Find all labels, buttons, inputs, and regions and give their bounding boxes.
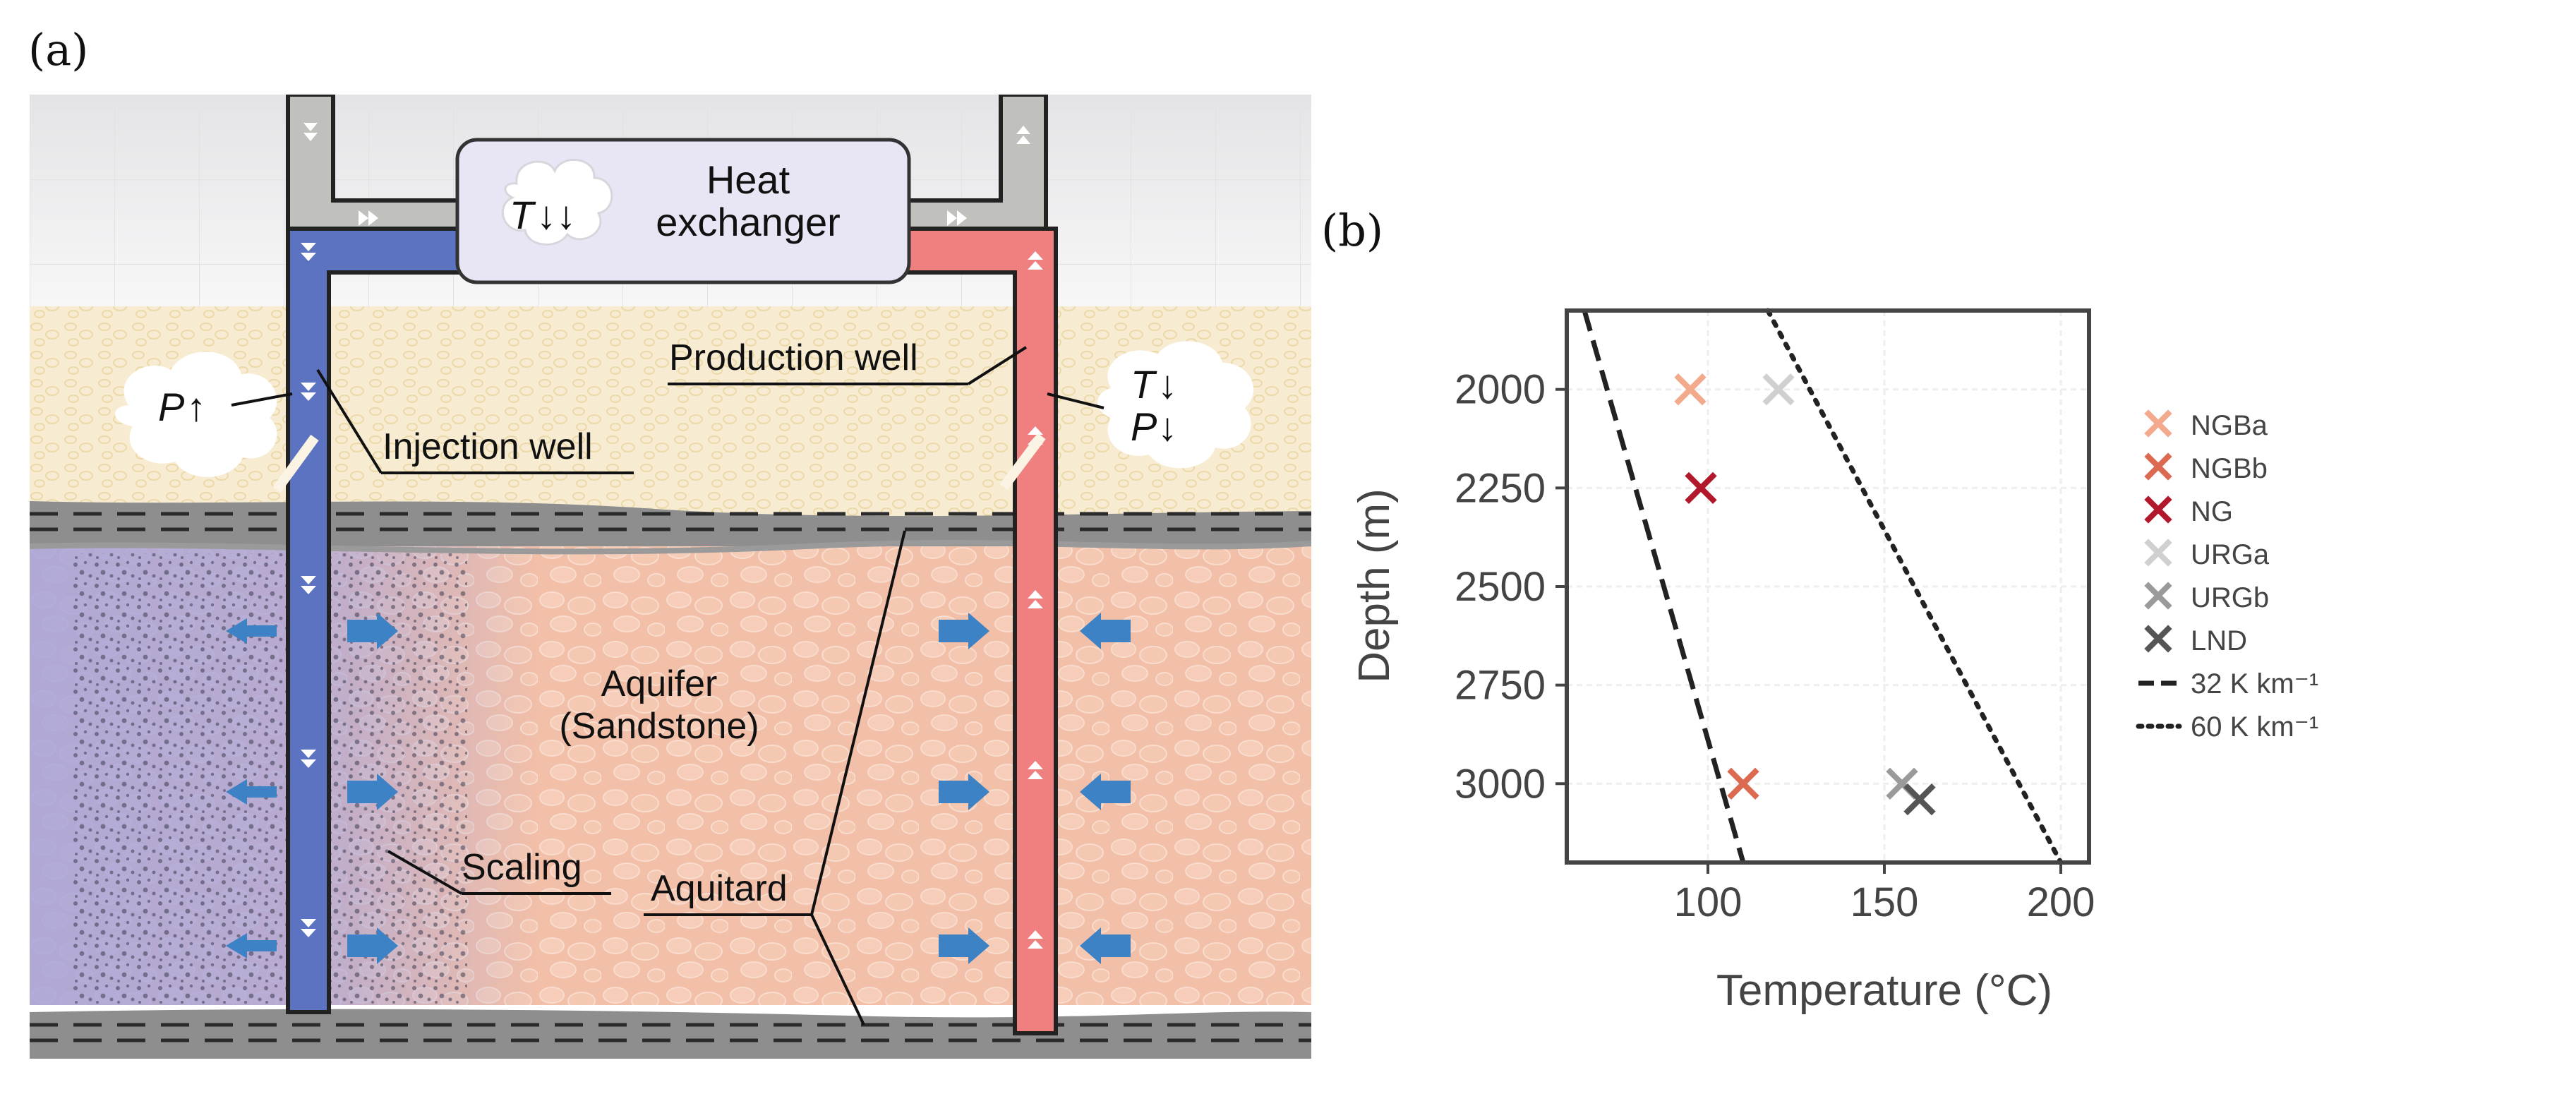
x-axis-label: Temperature (°C): [1716, 966, 2052, 1015]
production-t-symbol: T: [1131, 362, 1157, 407]
data-point: [1762, 373, 1795, 406]
y-tick-label: 2000: [1455, 367, 1546, 413]
injection-well: [272, 227, 483, 1014]
gradient-line: [1765, 308, 2064, 865]
panel-b-tag: (b): [1321, 205, 1384, 256]
legend-marker: [2144, 539, 2172, 567]
production-p-symbol: P: [1131, 404, 1157, 449]
x-tick-label: 150: [1850, 879, 1919, 925]
legend-marker: [2144, 452, 2172, 481]
y-tick-label: 3000: [1455, 761, 1546, 807]
legend-label: NGBa: [2191, 410, 2268, 441]
outflow-arrows: [226, 613, 398, 964]
geothermal-doublet-diagram: T ↓↓ Heat exchanger P ↑ T ↓ P ↓ Producti…: [30, 95, 1311, 1059]
heat-exchanger-temperature-arrows: ↓↓: [536, 193, 576, 237]
injection-pressure-bubble: P ↑: [115, 351, 293, 477]
heat-exchanger-t-symbol: T: [510, 193, 536, 237]
legend-label: 60 K km⁻¹: [2191, 711, 2318, 743]
heat-exchanger-label-line2: exchanger: [656, 200, 841, 244]
production-tp-bubble: T ↓ P ↓: [1047, 341, 1254, 469]
data-point: [1674, 373, 1707, 406]
injection-pressure-arrow: ↑: [186, 385, 206, 429]
data-point: [1903, 783, 1936, 816]
legend-label: 32 K km⁻¹: [2191, 668, 2318, 699]
legend-marker: [2144, 409, 2172, 438]
y-tick-label: 2250: [1455, 465, 1546, 511]
scaling-label: Scaling: [387, 847, 611, 895]
legend-marker: [2144, 495, 2172, 524]
y-tick-label: 2500: [1455, 564, 1546, 610]
depth-temperature-chart: 100 150 200 2000 2250 2500 2750 3000 Temperatur…: [1350, 308, 2318, 1015]
injection-p-symbol: P: [158, 385, 184, 429]
aquitard-text: Aquitard: [651, 868, 788, 909]
legend-label: NG: [2191, 496, 2233, 527]
chart-grid: [1567, 311, 2089, 862]
heat-exchanger-label-line1: Heat: [706, 157, 790, 202]
legend-marker: [2144, 582, 2172, 610]
aquifer-text-line1: Aquifer: [601, 663, 718, 704]
scaling-text: Scaling: [462, 847, 582, 888]
x-tick-label: 100: [1674, 879, 1743, 925]
legend-label: URGb: [2191, 582, 2269, 613]
injection-well-text: Injection well: [383, 426, 593, 467]
production-well-text: Production well: [669, 337, 918, 378]
chart-gradient-lines: [1582, 308, 2064, 865]
chart-markers: [1674, 373, 1936, 816]
injection-well-label: Injection well: [316, 368, 634, 474]
aquitard-label: Aquitard: [644, 530, 906, 1026]
production-well-label: Production well: [668, 337, 1028, 385]
aquifer-text-line2: (Sandstone): [559, 706, 759, 747]
data-point: [1727, 767, 1759, 800]
gradient-line: [1582, 310, 1746, 863]
production-temperature-arrow: ↓: [1157, 362, 1177, 407]
legend-label: LND: [2191, 625, 2247, 656]
aquifer-label: Aquifer (Sandstone): [559, 663, 759, 747]
heat-exchanger: T ↓↓ Heat exchanger: [455, 138, 911, 284]
inflow-arrows: [939, 613, 1131, 964]
data-point: [1685, 471, 1717, 505]
y-axis-label: Depth (m): [1350, 488, 1399, 683]
lower-aquitard-layer: [30, 1009, 1311, 1059]
scaling-particles: [72, 553, 467, 1005]
panel-a-tag: (a): [28, 24, 89, 76]
legend-label: URGa: [2191, 539, 2270, 570]
production-pressure-arrow: ↓: [1157, 404, 1177, 449]
legend-marker: [2144, 625, 2172, 653]
y-tick-label: 2750: [1455, 663, 1546, 709]
legend-label: NGBb: [2191, 453, 2268, 484]
x-tick-label: 200: [2027, 879, 2095, 925]
chart-ticks: 100 150 200 2000 2250 2500 2750 3000: [1455, 367, 2095, 925]
